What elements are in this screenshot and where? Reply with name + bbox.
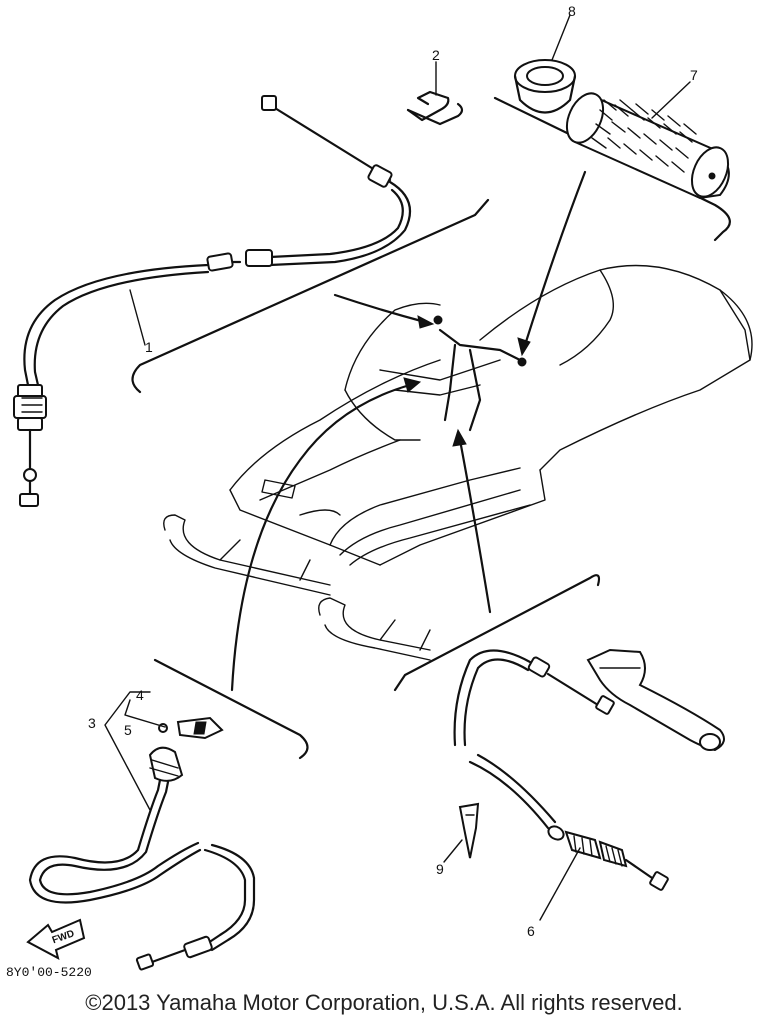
- copyright-notice: ©2013 Yamaha Motor Corporation, U.S.A. A…: [85, 990, 683, 1015]
- callout-7: 7: [690, 67, 698, 83]
- callout-1-leader: [129, 289, 146, 346]
- brake-cable: [453, 649, 669, 891]
- panel-throttle-cable: [131, 198, 490, 394]
- diagram-code: 8Y0'00-5220: [6, 965, 92, 980]
- callout-9: 9: [436, 861, 444, 877]
- callout-3: 3: [88, 715, 96, 731]
- handlebar-grip: [565, 92, 730, 200]
- grip-ring: [513, 59, 577, 114]
- clip: [406, 90, 464, 126]
- cable-tie: [458, 802, 480, 859]
- throttle-cable: [13, 95, 412, 507]
- callout-8-leader: [551, 14, 571, 61]
- arrow-speedometer: [230, 377, 422, 692]
- fwd-arrow-icon: FWD: [26, 918, 86, 960]
- arrow-throttle: [333, 293, 435, 329]
- callout-5: 5: [124, 722, 132, 738]
- snowmobile-body: [163, 264, 753, 661]
- callout-6: 6: [527, 923, 535, 939]
- callout-3-bracket: [104, 691, 166, 811]
- arrow-brake: [452, 428, 492, 614]
- parts-diagram: 1 2 8 7: [6, 3, 753, 980]
- callout-1: 1: [145, 339, 153, 355]
- callout-4: 4: [136, 687, 144, 703]
- panel-speedometer: [153, 658, 309, 760]
- callout-7-leader: [651, 81, 691, 119]
- panel-grip: [493, 96, 731, 242]
- brake-lever: [586, 648, 725, 752]
- arrow-grip: [517, 170, 587, 357]
- callout-8: 8: [568, 3, 576, 19]
- speedometer-cable: [28, 716, 256, 971]
- callout-9-leader: [443, 839, 463, 863]
- callout-2: 2: [432, 47, 440, 63]
- panel-brake-cable: [393, 574, 601, 692]
- callout-6-leader: [539, 847, 581, 921]
